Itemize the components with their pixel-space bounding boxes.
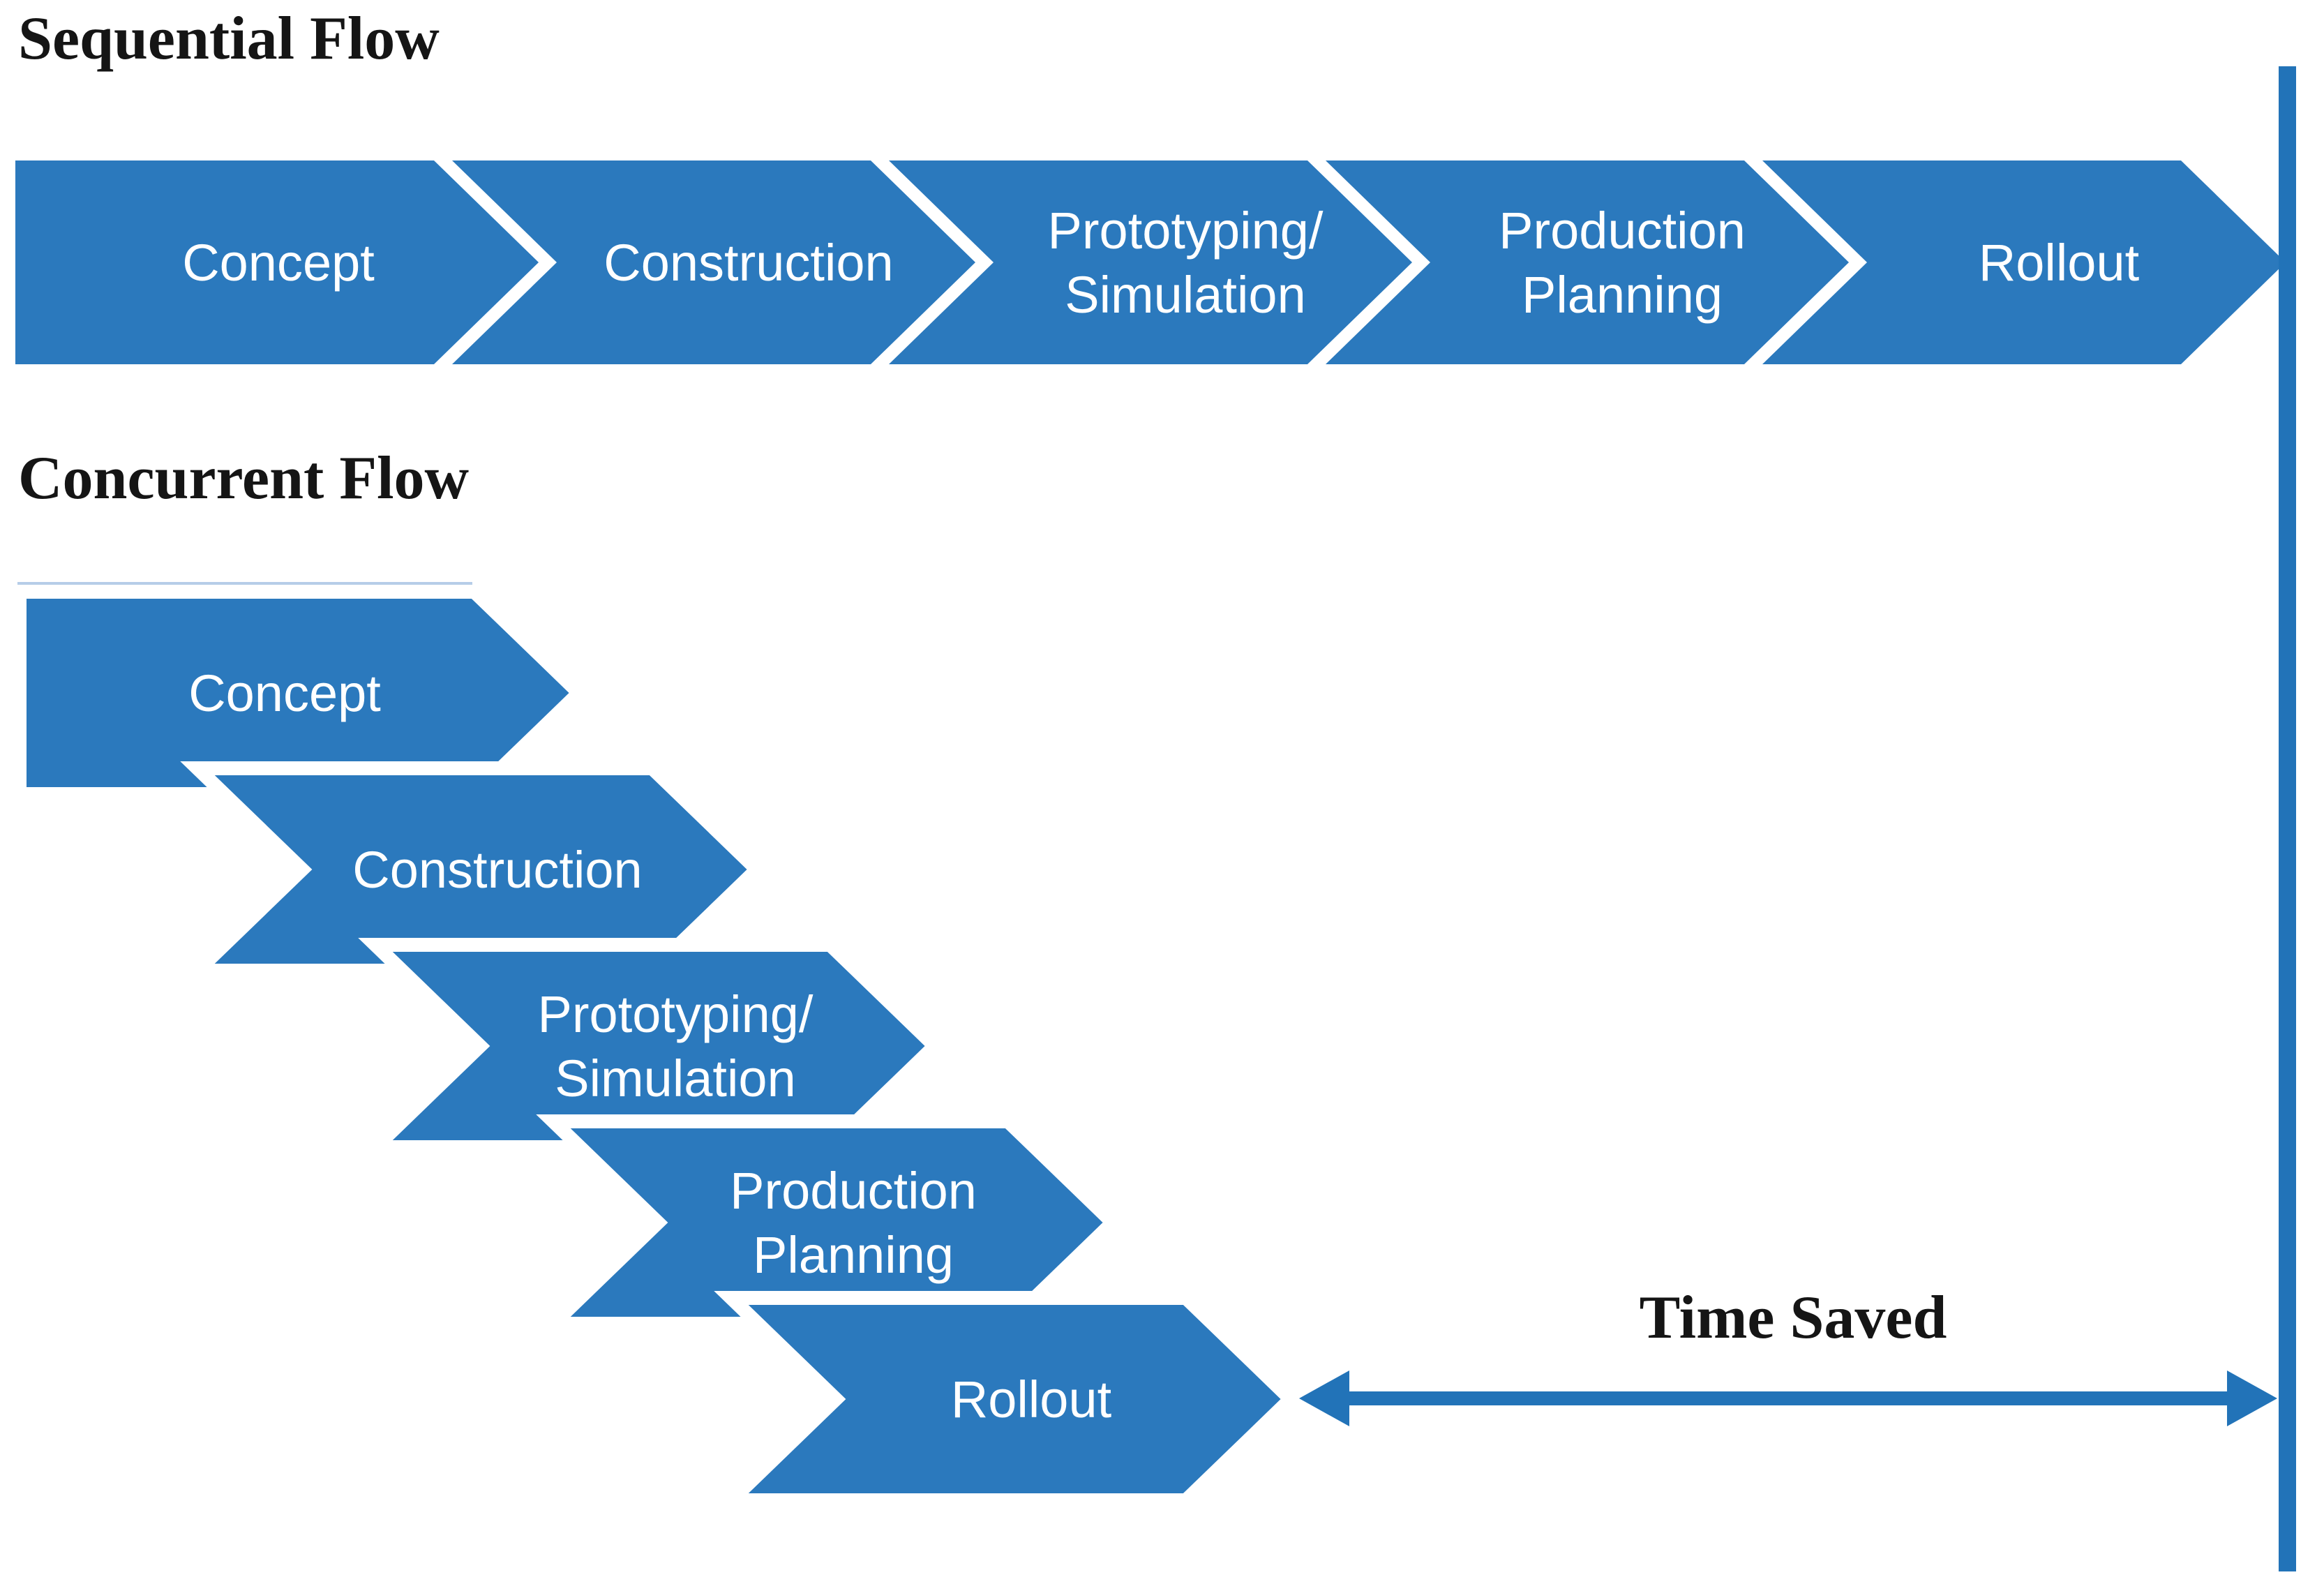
concurrent-production-planning-label-line: Planning	[753, 1226, 954, 1284]
sequential-prototyping-simulation-label: Prototyping/Simulation	[1048, 202, 1324, 324]
concurrent-prototyping-simulation-label-line: Prototyping/	[538, 985, 814, 1043]
concurrent-concept-label: Concept	[188, 664, 381, 722]
sequential-concept-label: Concept	[182, 234, 375, 292]
sequential-construction-label: Construction	[604, 234, 893, 292]
sequential-prototyping-simulation-label-line: Prototyping/	[1048, 202, 1324, 260]
concurrent-flow-heading: Concurrent Flow	[18, 445, 470, 512]
sequential-rollout-label: Rollout	[1979, 234, 2140, 292]
sequential-prototyping-simulation-label-line: Simulation	[1065, 266, 1306, 324]
concurrent-production-planning-label-line: Production	[730, 1162, 977, 1220]
sequential-chevron-production-planning	[1326, 160, 1849, 364]
concurrent-prototyping-simulation-label-line: Simulation	[555, 1050, 796, 1107]
concurrent-accent-rule	[17, 582, 472, 587]
sequential-production-planning-label-line: Production	[1499, 202, 1746, 260]
sequential-construction-label-line: Construction	[604, 234, 893, 292]
concurrent-construction-label-line: Construction	[352, 841, 642, 899]
concurrent-construction-label: Construction	[352, 841, 642, 899]
concurrent-rollout-label: Rollout	[951, 1370, 1112, 1428]
concurrent-chevron-rollout	[714, 1291, 1301, 1507]
sequential-chevron-rollout	[1762, 160, 2286, 364]
concurrent-prototyping-simulation-label: Prototyping/Simulation	[538, 985, 814, 1107]
time-saved-arrowhead-right	[2227, 1370, 2277, 1426]
timeline-end-line	[2279, 66, 2296, 1571]
concurrent-chevron-concept	[13, 585, 590, 801]
sequential-concept-label-line: Concept	[182, 234, 375, 292]
sequential-production-planning-label-line: Planning	[1522, 266, 1723, 324]
time-saved-label: Time Saved	[1639, 1284, 1947, 1352]
time-saved-arrowhead-left	[1299, 1370, 1349, 1426]
sequential-chevron-concept	[15, 160, 539, 364]
concurrent-rollout-label-line: Rollout	[951, 1370, 1112, 1428]
sequential-flow-heading: Sequential Flow	[18, 5, 440, 73]
sequential-rollout-label-line: Rollout	[1979, 234, 2140, 292]
concurrent-concept-label-line: Concept	[188, 664, 381, 722]
sequential-chevron-prototyping-simulation	[889, 160, 1412, 364]
sequential-chevron-construction	[452, 160, 975, 364]
